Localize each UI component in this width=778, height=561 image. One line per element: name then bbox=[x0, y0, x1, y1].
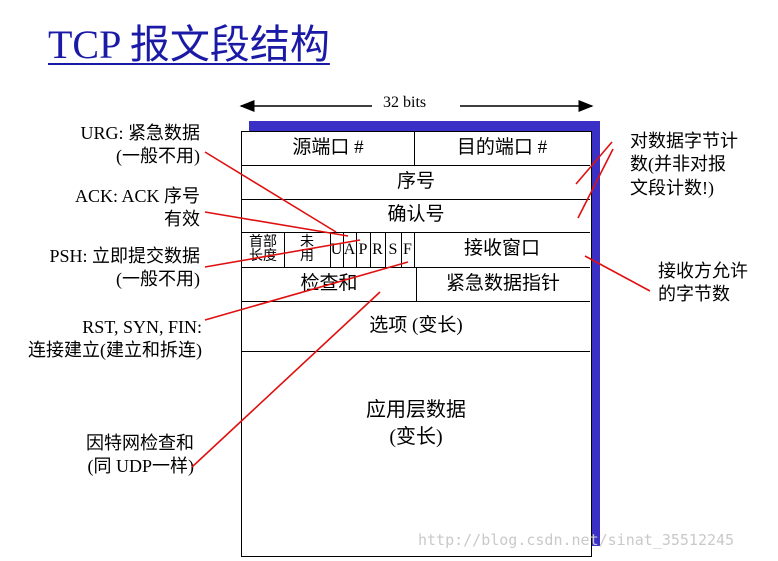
flag-fin: F bbox=[403, 240, 412, 258]
unused-field: 未 用 bbox=[284, 232, 330, 267]
checksum-annotation-line2: (同 UDP一样) bbox=[87, 456, 195, 477]
byte-count-line2: 数(并非对报 bbox=[630, 154, 726, 175]
header-length-line1: 首部 bbox=[249, 234, 277, 250]
flag-ack: A bbox=[343, 240, 356, 258]
urg-annotation-line1: URG: 紧急数据 bbox=[80, 123, 200, 143]
urg-annotation-line2: (一般不用) bbox=[116, 146, 200, 167]
header-length-line2: 长度 bbox=[249, 248, 277, 264]
flag-rst: R bbox=[372, 240, 383, 258]
window-pointer-line bbox=[584, 255, 651, 292]
ack-annotation-line2: 有效 bbox=[164, 209, 200, 230]
checksum-annotation: 因特网检查和 (同 UDP一样) bbox=[86, 432, 194, 479]
urg-annotation: URG: 紧急数据 (一般不用) bbox=[80, 122, 200, 169]
rst-pointer-line bbox=[204, 261, 409, 321]
watermark: http://blog.csdn.net/sinat_35512245 bbox=[418, 531, 735, 549]
col-divider bbox=[385, 232, 386, 267]
window-annotation-line1: 接收方允许 bbox=[658, 261, 748, 281]
checksum-annotation-line1: 因特网检查和 bbox=[86, 433, 194, 453]
seq-pointer-line bbox=[575, 141, 613, 185]
col-divider bbox=[416, 267, 417, 301]
col-divider bbox=[284, 232, 285, 267]
flag-syn: S bbox=[388, 240, 398, 258]
rst-annotation-line1: RST, SYN, FIN: bbox=[82, 317, 202, 337]
seq-field: 序号 bbox=[396, 170, 435, 192]
flag-urg: U bbox=[330, 240, 343, 258]
page-title: TCP 报文段结构 bbox=[48, 22, 330, 67]
col-divider bbox=[343, 232, 344, 267]
row-divider bbox=[242, 165, 590, 166]
col-divider bbox=[414, 132, 415, 165]
ack-num-pointer-line bbox=[577, 148, 614, 219]
urgent-pointer-field: 紧急数据指针 bbox=[445, 272, 560, 294]
row-divider bbox=[242, 232, 590, 233]
tcp-segment-diagram: 源端口 # 目的端口 # 序号 确认号 首部 长度 未 用 U A P R S … bbox=[241, 131, 592, 557]
col-divider bbox=[414, 232, 415, 267]
app-data-field: 应用层数据 (变长) bbox=[242, 394, 590, 454]
psh-pointer-line bbox=[204, 239, 361, 268]
col-divider bbox=[330, 232, 331, 267]
col-divider bbox=[356, 232, 357, 267]
dst-port-field: 目的端口 # bbox=[456, 137, 548, 159]
app-data-line1: 应用层数据 bbox=[366, 399, 466, 421]
psh-annotation: PSH: 立即提交数据 (一般不用) bbox=[49, 245, 200, 292]
unused-line2: 用 bbox=[300, 248, 314, 264]
row-divider bbox=[242, 199, 590, 200]
col-divider bbox=[401, 232, 402, 267]
row-divider bbox=[242, 351, 590, 352]
window-annotation-line2: 的字节数 bbox=[658, 284, 730, 305]
flag-psh: P bbox=[358, 240, 368, 258]
src-port-field: 源端口 # bbox=[292, 137, 364, 159]
ack-annotation-line1: ACK: ACK 序号 bbox=[74, 186, 200, 206]
unused-line1: 未 bbox=[300, 234, 314, 250]
row-divider bbox=[242, 301, 590, 302]
rst-annotation-line2: 连接建立(建立和拆连) bbox=[28, 340, 202, 361]
recv-window-field: 接收窗口 bbox=[463, 238, 540, 260]
urg-pointer-line bbox=[204, 151, 337, 233]
header-length-field: 首部 长度 bbox=[242, 232, 284, 267]
app-data-line2: (变长) bbox=[389, 426, 443, 448]
width-label: 32 bits bbox=[383, 94, 427, 111]
ack-num-field: 确认号 bbox=[387, 204, 445, 226]
window-annotation: 接收方允许 的字节数 bbox=[658, 260, 748, 307]
ack-pointer-line bbox=[204, 211, 349, 237]
options-field: 选项 (变长) bbox=[369, 314, 463, 336]
col-divider bbox=[370, 232, 371, 267]
checksum-pointer-line bbox=[191, 291, 381, 468]
rst-syn-fin-annotation: RST, SYN, FIN: 连接建立(建立和拆连) bbox=[28, 316, 202, 363]
psh-annotation-line1: PSH: 立即提交数据 bbox=[49, 246, 200, 266]
ack-annotation: ACK: ACK 序号 有效 bbox=[75, 185, 200, 232]
psh-annotation-line2: (一般不用) bbox=[116, 269, 200, 290]
byte-count-line3: 文段计数!) bbox=[630, 177, 714, 198]
byte-count-line1: 对数据字节计 bbox=[630, 131, 738, 151]
byte-count-annotation: 对数据字节计 数(并非对报 文段计数!) bbox=[630, 130, 738, 200]
